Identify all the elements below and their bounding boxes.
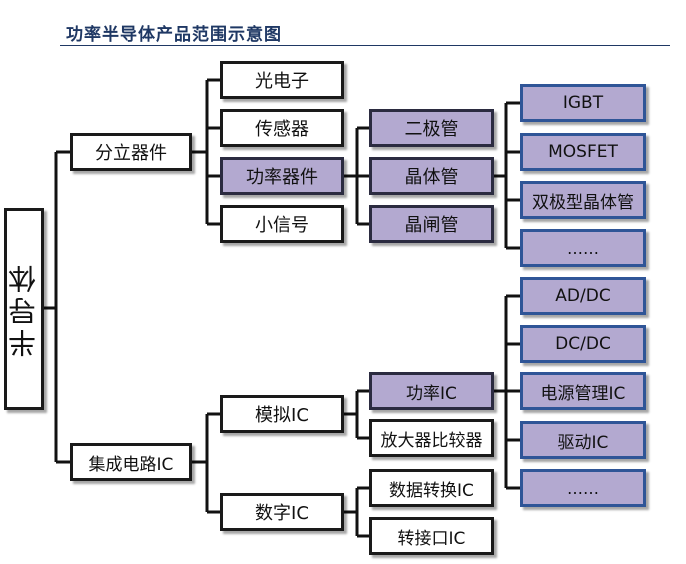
node-driver-ic: 驱动IC	[520, 421, 646, 459]
title-underline	[60, 45, 670, 46]
node-data-conversion-ic: 数据转换IC	[369, 469, 494, 507]
node-discrete-devices: 分立器件	[70, 133, 192, 171]
node-analog-ic: 模拟IC	[220, 395, 344, 433]
node-power-management-ic: 电源管理IC	[520, 372, 646, 410]
root-node-label: 半导体	[7, 261, 40, 357]
node-thyristor: 晶闸管	[369, 205, 494, 243]
node-power-ic: 功率IC	[369, 372, 494, 410]
node-power-ic-more: ……	[520, 469, 646, 507]
diagram-title: 功率半导体产品范围示意图	[66, 25, 282, 45]
node-ac-dc: AD/DC	[520, 277, 646, 315]
node-igbt: IGBT	[520, 84, 646, 122]
node-optoelectronic: 光电子	[220, 61, 344, 99]
node-transistor: 晶体管	[369, 157, 494, 195]
node-diode: 二极管	[369, 109, 494, 147]
node-sensor: 传感器	[220, 109, 344, 147]
node-integrated-circuit: 集成电路IC	[70, 443, 192, 481]
node-digital-ic: 数字IC	[220, 493, 344, 531]
node-amplifier-comparator: 放大器比较器	[369, 419, 494, 457]
node-bipolar-transistor: 双极型晶体管	[520, 181, 646, 219]
node-dc-dc: DC/DC	[520, 325, 646, 363]
node-small-signal: 小信号	[220, 205, 344, 243]
root-node-semiconductor: 半导体	[4, 208, 44, 410]
node-power-device: 功率器件	[220, 157, 344, 195]
node-interface-ic: 转接口IC	[369, 517, 494, 555]
node-transistor-more: ……	[520, 229, 646, 267]
node-mosfet: MOSFET	[520, 133, 646, 171]
